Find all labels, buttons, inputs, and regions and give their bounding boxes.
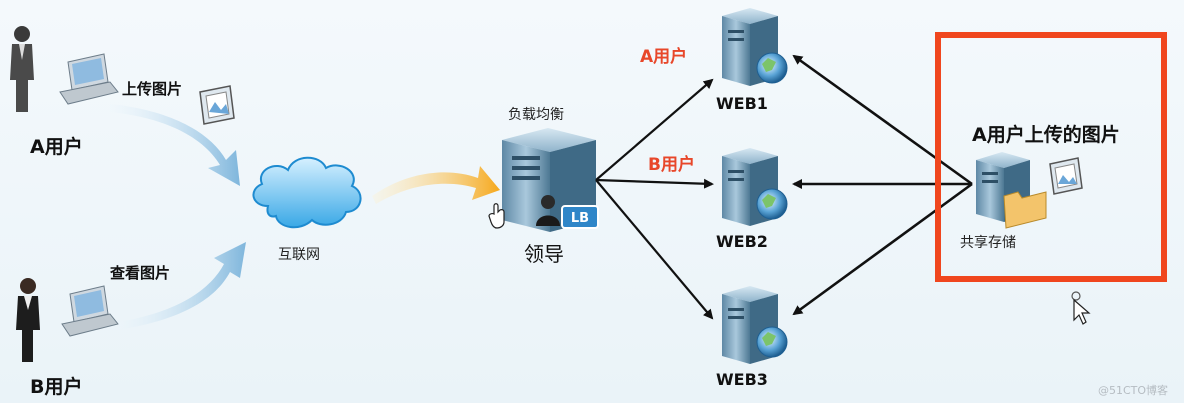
lb-to-web3-arrow xyxy=(595,179,714,320)
storage-picture-icon xyxy=(1049,157,1083,195)
web2-label: WEB2 xyxy=(716,232,768,251)
web2-server-icon xyxy=(722,148,788,226)
internet-label: 互联网 xyxy=(278,247,320,263)
lb-to-web1-arrow xyxy=(595,78,714,181)
storage-to-web3-arrow xyxy=(792,182,973,316)
user-a-laptop-icon xyxy=(59,53,119,105)
upload-curve-arrow xyxy=(110,104,240,186)
lb-badge: LB xyxy=(561,205,599,229)
lb-to-web2-arrow xyxy=(595,178,714,189)
shared-storage-highlight-box xyxy=(935,32,1167,282)
leader-label: 领导 xyxy=(524,242,564,266)
mouse-pointer-icon xyxy=(1071,291,1091,325)
user-b-laptop-icon xyxy=(61,285,119,337)
internet-to-lb-arrow xyxy=(372,166,500,204)
web1-label: WEB1 xyxy=(716,94,768,113)
web1-user-tag: A用户 xyxy=(640,47,688,67)
web2-user-tag: B用户 xyxy=(648,155,695,175)
user-b-person-icon xyxy=(16,278,40,362)
web1-server-icon xyxy=(722,8,788,86)
user-a-person-icon xyxy=(10,26,34,112)
view-action-label: 查看图片 xyxy=(110,264,171,282)
user-b-label: B用户 xyxy=(30,376,83,398)
upload-action-label: 上传图片 xyxy=(122,80,183,98)
lb-badge-text: LB xyxy=(571,211,589,226)
internet-cloud-icon xyxy=(252,156,362,229)
lb-title-label: 负载均衡 xyxy=(508,107,564,123)
web3-label: WEB3 xyxy=(716,370,768,389)
watermark: @51CTO博客 xyxy=(1098,384,1169,397)
leader-person-icon xyxy=(536,195,560,226)
folder-icon xyxy=(1003,191,1047,229)
view-curve-arrow xyxy=(118,242,246,330)
storage-label: 共享存储 xyxy=(960,235,1016,251)
storage-title: A用户上传的图片 xyxy=(972,124,1120,146)
storage-to-web1-arrow xyxy=(792,54,973,186)
web3-server-icon xyxy=(722,286,788,364)
picture-icon xyxy=(199,85,235,125)
user-a-label: A用户 xyxy=(30,136,83,158)
hand-cursor-icon xyxy=(488,203,505,229)
